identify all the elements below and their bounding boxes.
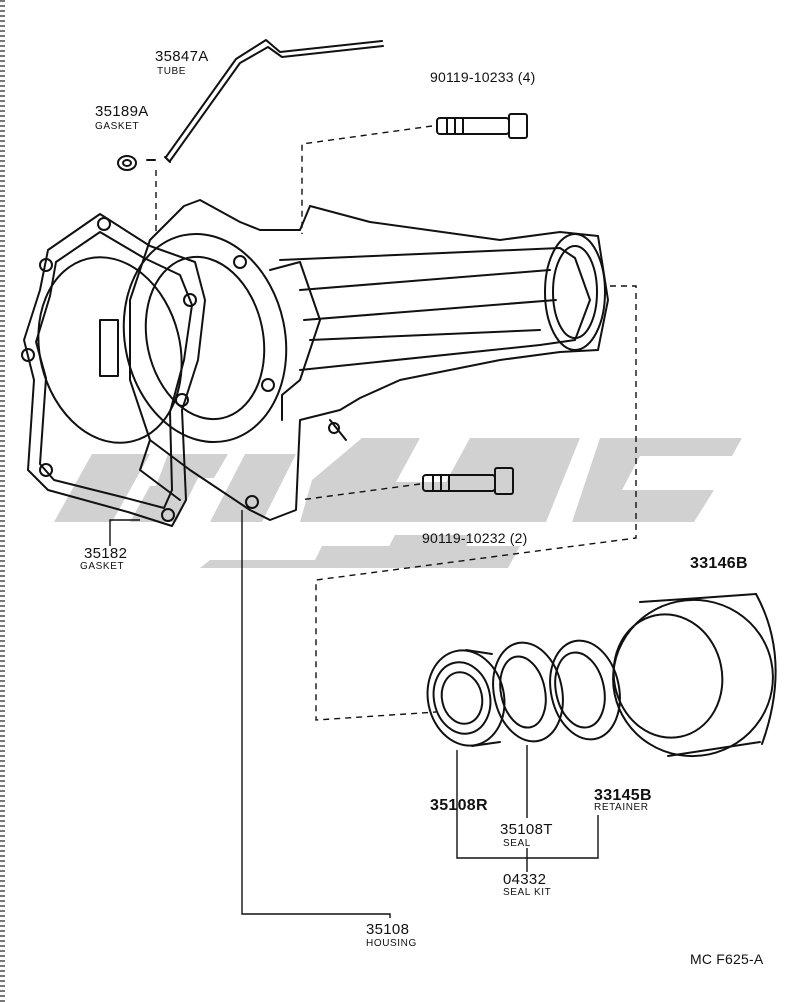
dashed-lead-lines (155, 125, 637, 721)
cover-part (612, 593, 777, 758)
part-number-seal-t: 35108T (500, 821, 553, 838)
part-number-seal-kit: 04332 (503, 871, 547, 888)
part-number-retainer: 33145B (594, 787, 652, 804)
figure-code: MC F625-A (690, 951, 764, 967)
housing-part (99, 199, 609, 521)
part-number-gasket-top: 35189A (95, 103, 149, 120)
retainer-part (549, 639, 621, 741)
part-name-seal-t: SEAL (503, 838, 531, 849)
part-number-seal-r: 35108R (430, 797, 488, 814)
part-number-tube: 35847A (155, 48, 209, 65)
bolt-mid-part (422, 467, 514, 495)
part-name-gasket-top: GASKET (95, 121, 140, 132)
part-number-cover: 33146B (690, 555, 748, 572)
bolt-top-part (436, 113, 528, 139)
line-work (21, 39, 777, 758)
part-name-gasket: GASKET (80, 561, 125, 572)
part-number-gasket: 35182 (84, 545, 128, 562)
tube-part (164, 39, 384, 163)
gasket-large-part (21, 213, 206, 527)
part-number-bolt-mid: 90119-10232 (2) (422, 530, 528, 546)
seal-t-part (492, 641, 564, 743)
part-name-housing: HOUSING (366, 938, 417, 949)
leader-lines (109, 510, 599, 918)
part-number-bolt-top: 90119-10233 (4) (430, 69, 536, 85)
gasket-top-part (117, 155, 156, 171)
seal-r-part (426, 649, 506, 747)
part-number-housing: 35108 (366, 921, 410, 938)
left-edge-rule (0, 0, 5, 1002)
part-name-tube: TUBE (157, 66, 187, 77)
watermark-logo (54, 438, 742, 568)
part-name-seal-kit: SEAL KIT (503, 887, 552, 898)
part-name-retainer: RETAINER (594, 802, 649, 813)
